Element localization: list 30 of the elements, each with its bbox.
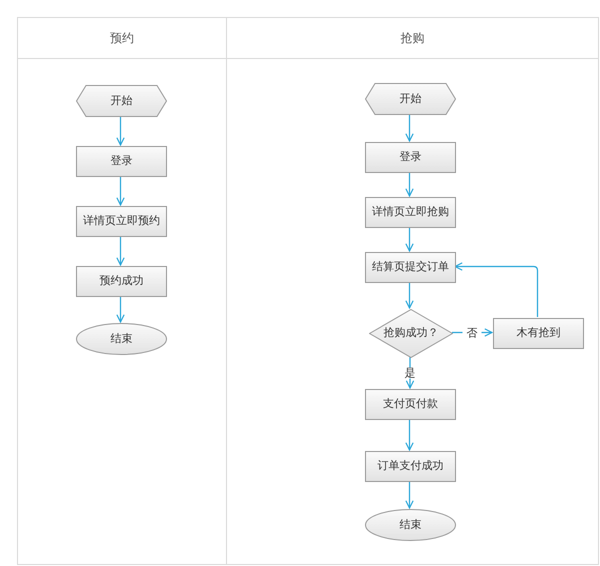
arrow bbox=[116, 176, 125, 206]
process-box: 结算页提交订单 bbox=[365, 252, 456, 283]
terminal-ellipse: 结束 bbox=[365, 509, 456, 541]
arrow bbox=[405, 227, 414, 252]
swimlane bbox=[17, 17, 227, 565]
arrow bbox=[405, 419, 414, 451]
edge-label: 否 bbox=[462, 327, 482, 338]
swimlane bbox=[226, 17, 599, 565]
arrow bbox=[116, 296, 125, 323]
arrow bbox=[116, 236, 125, 266]
process-box: 支付页付款 bbox=[365, 389, 456, 420]
terminal-ellipse: 结束 bbox=[76, 323, 167, 355]
lane-header: 抢购 bbox=[227, 18, 598, 59]
process-box: 订单支付成功 bbox=[365, 451, 456, 482]
process-box: 登录 bbox=[76, 146, 167, 177]
arrow bbox=[116, 116, 125, 146]
arrow bbox=[405, 172, 414, 197]
process-box: 详情页立即预约 bbox=[76, 206, 167, 237]
arrow bbox=[405, 282, 414, 309]
arrow bbox=[405, 114, 414, 142]
process-box: 登录 bbox=[365, 142, 456, 173]
process-box: 木有抢到 bbox=[493, 318, 584, 349]
lane-header: 预约 bbox=[18, 18, 226, 59]
arrow bbox=[454, 262, 538, 317]
process-box: 详情页立即抢购 bbox=[365, 197, 456, 228]
terminal-hexagon: 开始 bbox=[76, 85, 167, 117]
decision-diamond: 抢购成功？ bbox=[369, 309, 453, 358]
arrow bbox=[405, 481, 414, 509]
terminal-hexagon: 开始 bbox=[365, 83, 456, 115]
process-box: 预约成功 bbox=[76, 266, 167, 297]
